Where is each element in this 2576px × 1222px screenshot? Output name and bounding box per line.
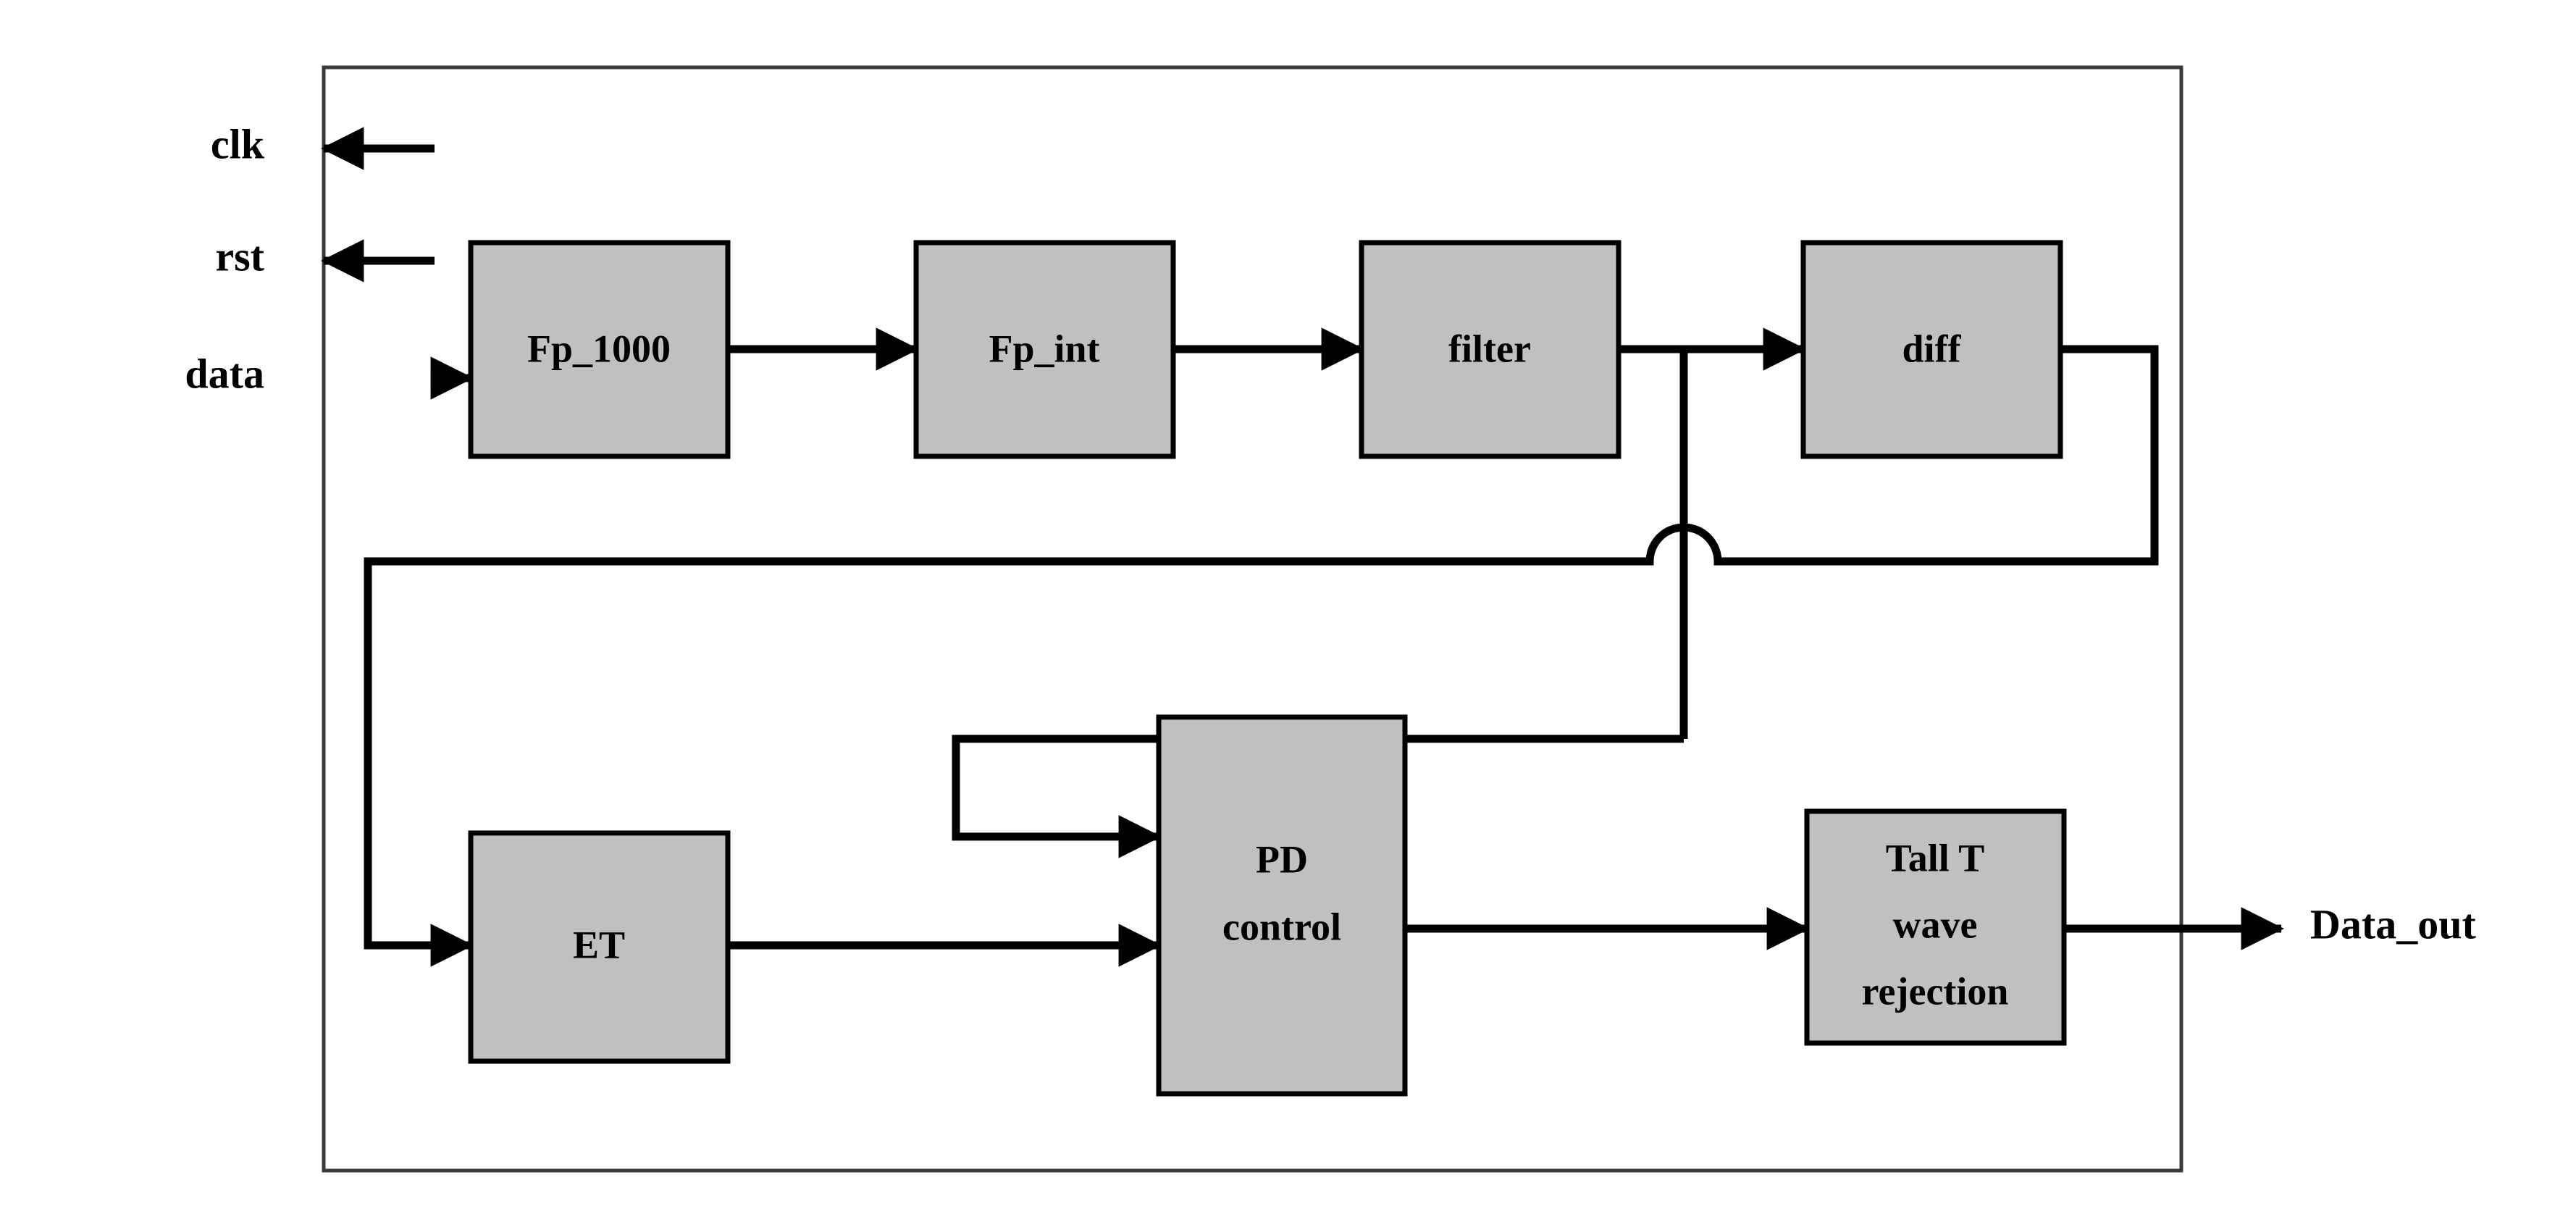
block-fp-int-label: Fp_int [989,327,1099,370]
block-tall-t-wave-rejection[interactable]: Tall T wave rejection [1804,808,2067,1046]
block-tall-t-label-line3: rejection [1862,969,2009,1013]
top-level-module-boundary [322,65,2183,1173]
block-diff-label: diff [1902,327,1962,370]
input-label-clk: clk [211,120,265,167]
block-pd-control-label-line1: PD [1256,837,1308,881]
block-et-label: ET [573,923,625,966]
block-diff[interactable]: diff [1800,240,2063,459]
block-fp-1000[interactable]: Fp_1000 [468,240,731,459]
output-label-data-out: Data_out [2310,900,2476,947]
block-fp-int[interactable]: Fp_int [913,240,1176,459]
block-pd-control-label-line2: control [1222,905,1341,948]
block-et[interactable]: ET [468,830,731,1064]
block-filter-label: filter [1448,327,1531,370]
block-pd-control[interactable]: PD control [1156,714,1408,1097]
block-fp-1000-label: Fp_1000 [527,327,671,370]
block-filter[interactable]: filter [1359,240,1621,459]
wire-diff-to-et-feedback [364,345,2159,967]
block-tall-t-label-line1: Tall T [1886,836,1985,879]
block-tall-t-label-line2: wave [1893,903,1978,946]
input-label-data: data [185,350,264,397]
input-label-rst: rst [215,233,264,280]
